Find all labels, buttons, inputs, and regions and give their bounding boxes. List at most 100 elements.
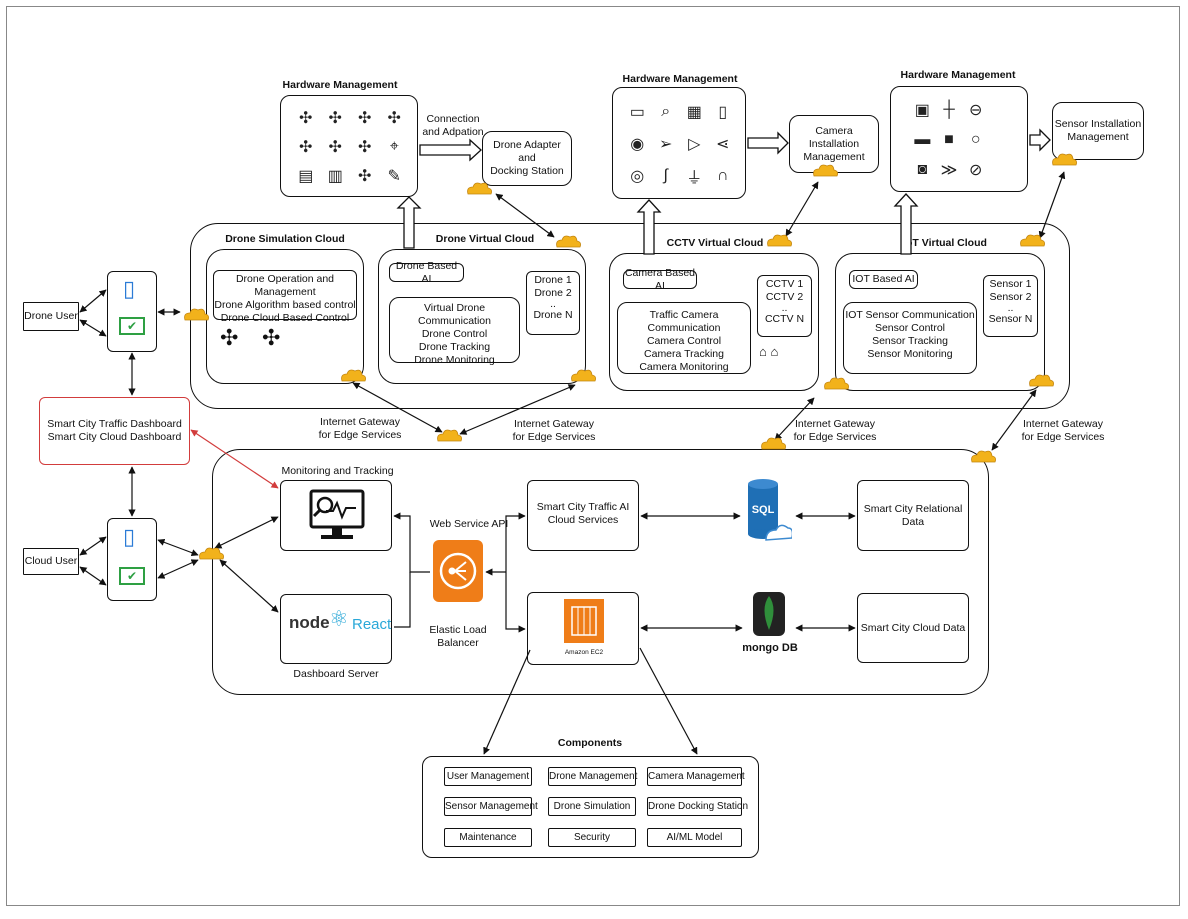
propeller-icon: ✎ (387, 167, 401, 185)
dashboard-server-label: Dashboard Server (293, 668, 379, 680)
web-service-label: Web Service API (429, 518, 509, 530)
cloud-icon (556, 235, 581, 248)
camera-hardware-title: Hardware Management (622, 73, 738, 85)
cloud-icon (1029, 374, 1054, 387)
drone-hardware-title: Hardware Management (282, 79, 398, 91)
share-icon: ⋖ (716, 136, 730, 153)
cctv-camera-icon: ⌂ ⌂ (759, 344, 779, 359)
sensor-hardware-icons: ▣┼⊖▬■○◙≫⊘ (909, 95, 989, 185)
chip-icon: ▦ (686, 104, 702, 121)
octagon-icon: ○ (970, 131, 981, 148)
signpost-icon: ┼ (943, 101, 955, 118)
car-front-icon: ◙ (917, 161, 928, 178)
sd-card-icon: ▭ (629, 104, 645, 121)
antenna-icon: ◉ (630, 136, 645, 153)
cctv-virtual-title: CCTV Virtual Cloud (666, 237, 764, 249)
component-item: Drone Simulation (548, 797, 636, 816)
drone-ai-box: Drone Based AI (389, 260, 464, 285)
drone-icon: ✣ (358, 167, 372, 185)
phone-icon: ▯ (123, 524, 136, 549)
cloud-icon (199, 547, 224, 560)
road-sign-icon: ≫ (940, 162, 958, 179)
send-icon: ➢ (659, 136, 673, 153)
sim-drone-icon: ✣ (220, 325, 239, 350)
components-title: Components (557, 737, 623, 749)
cloud-icon (467, 182, 492, 195)
cloud-icon (571, 369, 596, 382)
battery-pack-icon: ▥ (327, 167, 343, 185)
component-item: User Management (444, 767, 532, 786)
drone-hardware-icons: ✣✣✣✣✣✣✣⌖▤▥✣✎ (291, 104, 409, 190)
component-item: AI/ML Model (647, 828, 742, 847)
ec2-box: Amazon EC2 (527, 592, 639, 665)
battery-icon: ▤ (298, 167, 314, 185)
amazon-ec2-icon (564, 599, 604, 643)
monitor-analytics-icon (309, 489, 365, 539)
cloud-icon (767, 234, 792, 247)
nodejs-logo: node (289, 613, 330, 632)
component-item: Drone Management (548, 767, 637, 786)
phone-icon: ▯ (123, 276, 136, 301)
laptop-check-icon: ✔ (119, 317, 145, 335)
component-item: Maintenance (444, 828, 532, 847)
component-item: Drone Docking Station (647, 797, 748, 816)
sensor-hardware-box: ▣┼⊖▬■○◙≫⊘ (890, 86, 1028, 192)
drone-icon: ✣ (299, 138, 313, 156)
no-entry-icon: ⊖ (968, 102, 983, 119)
cloud-icon (341, 369, 366, 382)
mongodb-icon (747, 588, 791, 640)
drone-user-box: Drone User (23, 302, 79, 331)
cloud-icon (184, 308, 209, 321)
drone-icon: ✣ (358, 110, 372, 128)
relational-data-box: Smart City Relational Data (857, 480, 969, 551)
camera-hardware-box: ▭⌕▦▯◉➢▷⋖◎∫⏚∩ (612, 87, 746, 199)
cloud-icon (1052, 153, 1077, 166)
drone-icon: ✣ (387, 110, 401, 128)
monitoring-label: Monitoring and Tracking (281, 465, 394, 477)
cloud-data-box: Smart City Cloud Data (857, 593, 969, 663)
headset-icon: ∩ (717, 167, 729, 184)
bus-icon: ▣ (914, 102, 930, 119)
camera-hardware-icons: ▭⌕▦▯◉➢▷⋖◎∫⏚∩ (623, 96, 737, 192)
drone-icon: ✣ (299, 110, 313, 128)
controller-icon: ⌖ (389, 137, 399, 155)
diagram-frame (6, 6, 1180, 906)
sensor-hardware-title: Hardware Management (900, 69, 1016, 81)
dashboard-server-box: node ⚛ React (280, 594, 392, 664)
laptop-check-icon: ✔ (119, 567, 145, 585)
cloud-icon (971, 450, 996, 463)
drone-sim-title: Drone Simulation Cloud (225, 233, 345, 245)
drone-icon: ✣ (358, 138, 372, 156)
cloud-icon (1020, 234, 1045, 247)
video-icon: ▷ (688, 136, 701, 153)
iot-virtual-title: IoT Virtual Cloud (903, 237, 987, 249)
component-item: Sensor Management (444, 797, 538, 816)
ec2-label: Amazon EC2 (564, 649, 604, 656)
cloud-user-box: Cloud User (23, 548, 79, 575)
drone-hardware-box: ✣✣✣✣✣✣✣⌖▤▥✣✎ (280, 95, 418, 197)
elastic-load-balancer-icon (433, 540, 483, 602)
component-item: Camera Management (647, 767, 745, 786)
drone-user-devices: ▯ ✔ (107, 271, 157, 352)
drone-icon: ✣ (328, 138, 342, 156)
radio-icon: ▯ (718, 104, 728, 121)
cloud-icon (761, 437, 786, 450)
cable-icon: ∫ (663, 167, 668, 184)
cloud-icon (437, 429, 462, 442)
react-logo: React (352, 616, 392, 633)
car-icon: ▬ (914, 131, 931, 148)
